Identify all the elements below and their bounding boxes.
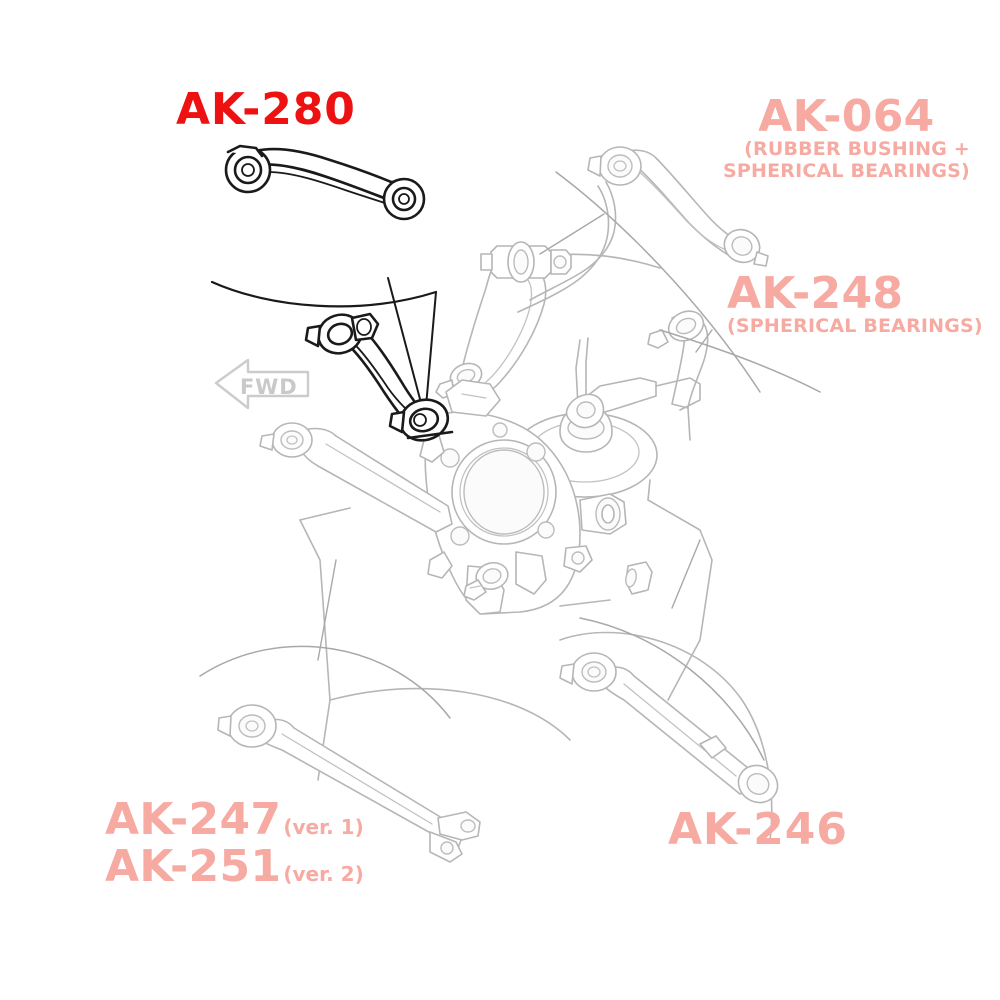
fwd-arrow [214,358,310,410]
fwd-arrow-label: FWD [240,375,298,399]
lower-ball-joint [463,561,509,601]
upper-link-bar [565,377,701,429]
trailing-arm-installed [259,422,453,533]
label-ak064: AK-064 (RUBBER BUSHING + SPHERICAL BEARI… [723,95,970,183]
label-ak064-code: AK-064 [758,91,935,142]
dowel-pin [625,561,653,595]
upper-control-arm-installed [435,241,572,400]
label-ak251: AK-251 (ver. 2) [105,845,364,889]
part-ak280-drawing [224,144,426,221]
label-ak248: AK-248 (SPHERICAL BEARINGS) [727,272,983,338]
part-ak246-drawing [559,652,779,804]
callout-ak248 [659,329,821,393]
label-ak246: AK-246 [668,804,848,855]
part-ak064-drawing [587,146,769,267]
label-ak248-code: AK-248 [727,268,904,319]
label-ak247: AK-247 (ver. 1) [105,798,364,842]
label-ak247-code: AK-247 [105,794,282,845]
knuckle [419,379,627,615]
label-ak247-version: (ver. 1) [283,815,364,839]
subframe-outline [299,479,713,781]
upper-arm-right-stub [647,310,709,441]
label-ak251-code: AK-251 [105,841,282,892]
upper-rear-arm [517,181,617,313]
callout-ak064 [539,171,761,393]
assembly-linework [259,181,773,841]
label-ak064-sub2: SPHERICAL BEARINGS) [723,159,970,182]
label-ak280: AK-280 [176,84,356,135]
lower-body-arc [329,687,571,741]
part-ak247-ak251-drawing [217,704,481,863]
label-ak064-sub1: (RUBBER BUSHING + [744,138,970,160]
callout-ak246 [579,539,765,761]
part-ak280-installed [304,312,454,442]
callout-ak247 [199,559,451,719]
label-ak251-version: (ver. 2) [283,862,364,886]
callout-ak280 [210,277,438,419]
label-ak248-sub1: (SPHERICAL BEARINGS) [727,315,983,337]
